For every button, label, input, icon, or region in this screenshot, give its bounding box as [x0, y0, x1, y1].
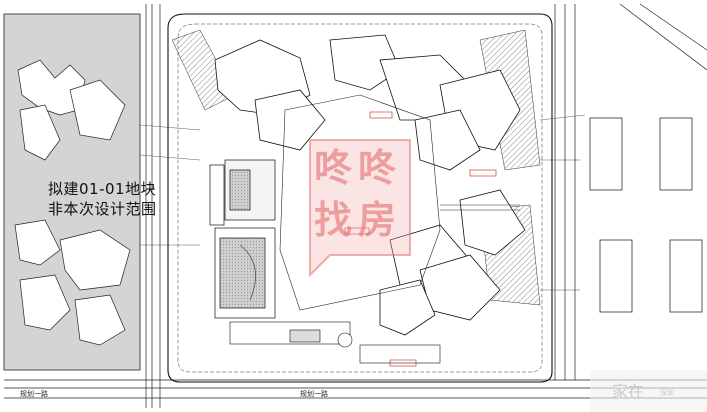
amenity-block — [209, 159, 276, 319]
roads-linework — [4, 3, 707, 408]
building-outlines — [214, 34, 526, 336]
central-courtyard — [279, 94, 520, 311]
watermark-stamp-frame — [309, 139, 411, 278]
plot-label-line-2: 非本次设计范围 — [48, 200, 157, 218]
plot-label-line-1: 拟建01-01地块 — [48, 180, 157, 198]
road-label-bottom-left: 规划一路 — [20, 390, 48, 398]
watermark-char-3: 找 — [314, 198, 353, 242]
right-neighbor-buildings — [589, 117, 703, 313]
site-boundary-inner — [177, 23, 543, 373]
corner-watermark-text: 家在 — [612, 382, 645, 401]
red-annotation-marks — [344, 111, 497, 367]
watermark-char-2: 咚 — [358, 146, 397, 190]
watermark-char-1: 咚 — [314, 146, 353, 190]
corner-watermark-bar — [590, 370, 707, 412]
road-label-bottom-middle: 规划一路 — [300, 390, 328, 398]
bottom-structures — [229, 321, 441, 364]
watermark-char-4: 房 — [358, 198, 397, 242]
site-boundary — [167, 13, 553, 383]
left-plot-border — [3, 13, 141, 371]
annotation-leaders — [139, 114, 586, 291]
neighbor-buildings — [14, 59, 131, 346]
corner-watermark-small: 深圳 — [660, 389, 674, 397]
